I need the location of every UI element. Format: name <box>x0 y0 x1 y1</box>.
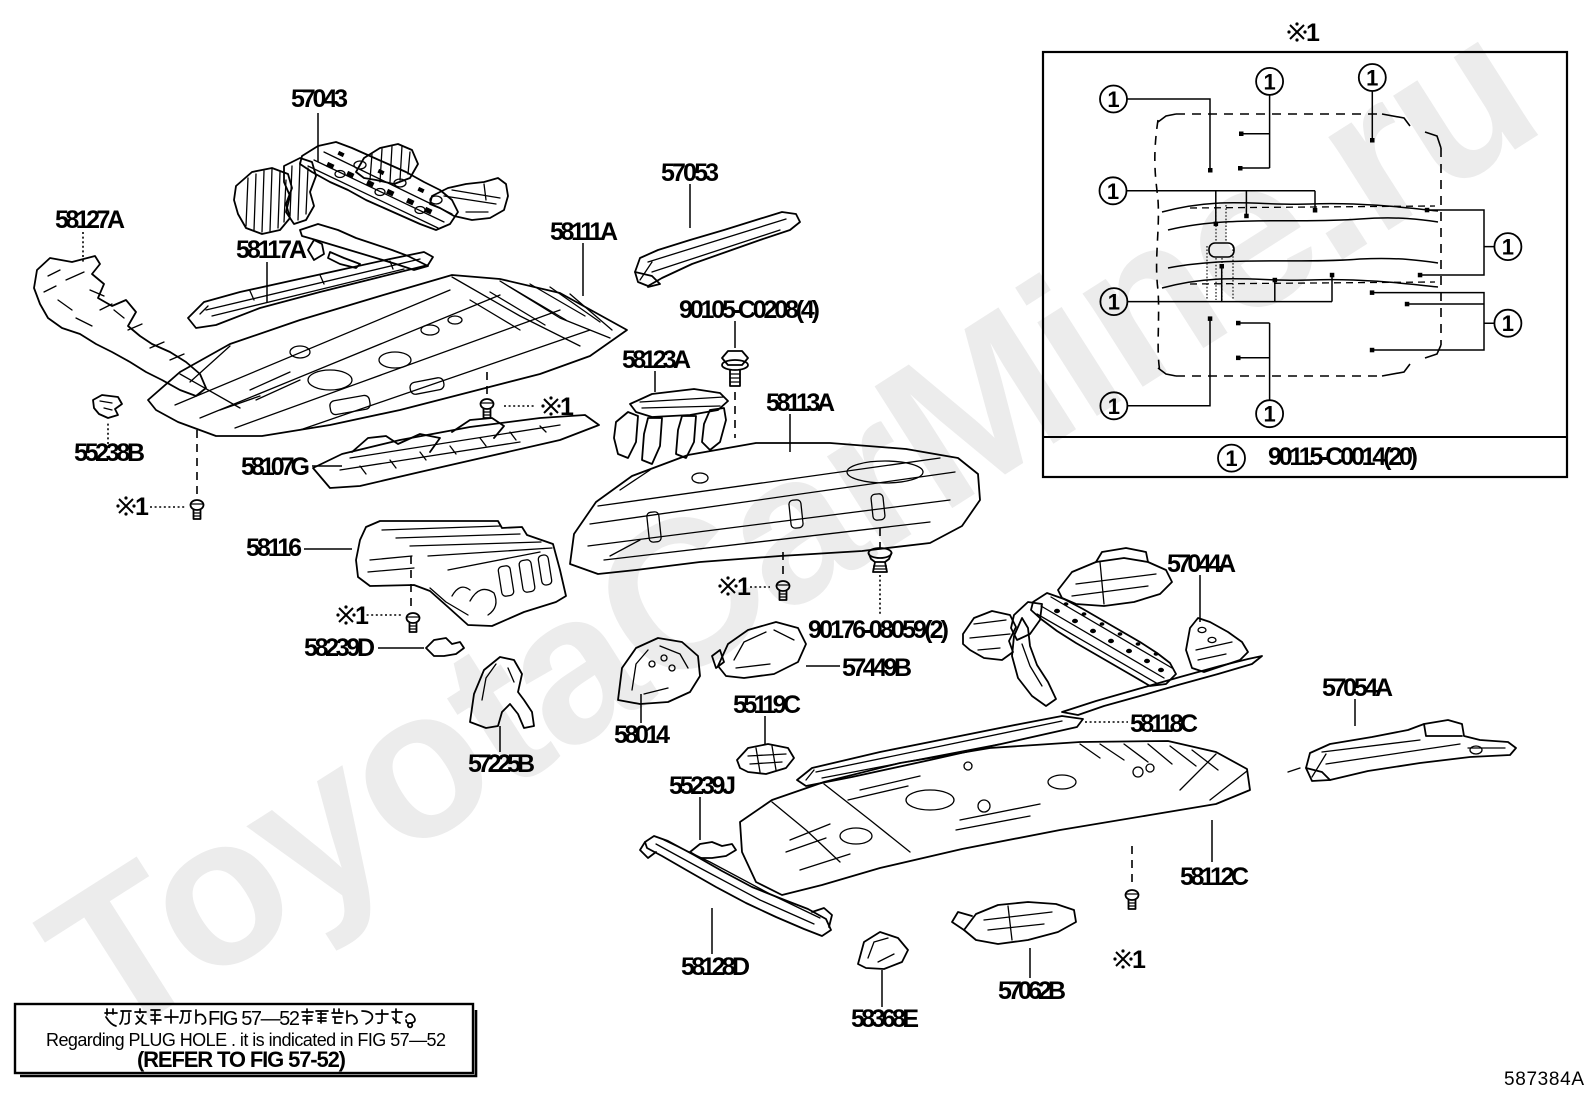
svg-text:58127A: 58127A <box>55 206 125 234</box>
svg-text:58112C: 58112C <box>1180 863 1249 891</box>
svg-text:1: 1 <box>1107 87 1119 112</box>
svg-text:58117A: 58117A <box>236 236 307 264</box>
svg-text:58239D: 58239D <box>304 634 375 662</box>
svg-text:55238B: 55238B <box>74 439 145 467</box>
svg-text:57449B: 57449B <box>842 654 912 682</box>
svg-text:90176-08059(2): 90176-08059(2) <box>808 616 949 644</box>
svg-text:57062B: 57062B <box>998 977 1066 1005</box>
svg-text:90115-C0014(20): 90115-C0014(20) <box>1268 443 1418 471</box>
svg-text:57225B: 57225B <box>468 750 535 778</box>
svg-text:58368E: 58368E <box>851 1005 919 1033</box>
svg-text:57054A: 57054A <box>1322 674 1393 702</box>
svg-text:58128D: 58128D <box>681 953 750 981</box>
svg-text:58118C: 58118C <box>1130 710 1198 738</box>
svg-text:1: 1 <box>135 493 149 521</box>
svg-text:(REFER TO FIG 57-52): (REFER TO FIG 57-52) <box>137 1047 346 1072</box>
svg-text:55239J: 55239J <box>669 772 736 800</box>
svg-text:90105-C0208(4): 90105-C0208(4) <box>679 296 820 324</box>
svg-text:FIG 57—52: FIG 57—52 <box>208 1008 300 1030</box>
svg-text:55119C: 55119C <box>733 691 801 719</box>
svg-text:57053: 57053 <box>661 159 719 187</box>
svg-text:58014: 58014 <box>614 721 670 749</box>
svg-text:58123A: 58123A <box>622 346 691 374</box>
svg-text:57044A: 57044A <box>1167 550 1236 578</box>
svg-text:Regarding PLUG HOLE . it is: Regarding PLUG HOLE . it is indicated in… <box>46 1030 446 1050</box>
svg-text:58116: 58116 <box>246 534 302 562</box>
svg-text:57043: 57043 <box>291 85 348 113</box>
svg-text:58113A: 58113A <box>766 389 835 417</box>
svg-text:587384A: 587384A <box>1504 1069 1584 1090</box>
svg-text:58107G: 58107G <box>241 453 310 481</box>
svg-text:58111A: 58111A <box>550 218 618 246</box>
